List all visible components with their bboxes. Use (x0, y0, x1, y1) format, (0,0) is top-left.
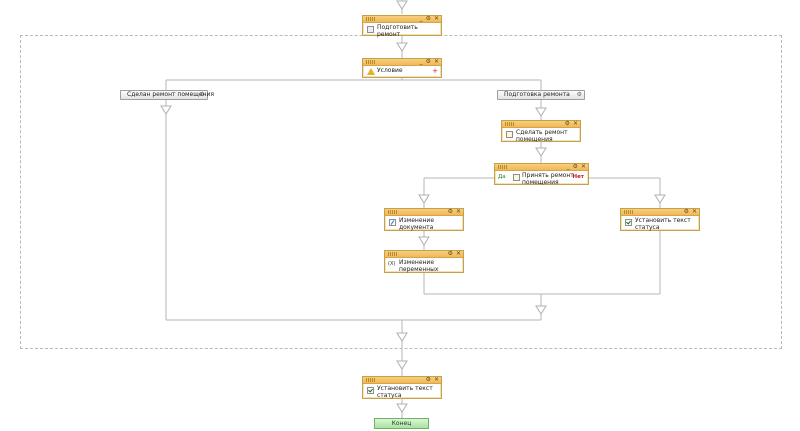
activity-label: Изменение документа (399, 217, 435, 231)
gear-icon[interactable]: ⚙ (572, 163, 578, 170)
drag-handle-icon[interactable] (366, 17, 376, 21)
close-icon[interactable]: ✕ (572, 120, 578, 127)
gear-icon[interactable]: ⚙ (199, 91, 205, 98)
activity-header[interactable]: _⚙✕ (495, 163, 588, 171)
close-icon[interactable]: ✕ (455, 250, 461, 257)
gear-icon[interactable]: ⚙ (683, 208, 689, 215)
close-icon[interactable]: ✕ (691, 208, 697, 215)
close-icon[interactable]: ✕ (455, 208, 461, 215)
activity-do-repair[interactable]: ⚙✕ Сделать ремонт помещения (501, 120, 581, 143)
minimize-icon[interactable]: _ (419, 15, 423, 22)
close-icon[interactable]: ✕ (433, 15, 439, 22)
task-icon (367, 26, 374, 33)
activity-label: Принять ремонт помещения (522, 172, 574, 186)
drag-handle-icon[interactable] (498, 165, 508, 169)
activity-label: Изменение переменных (399, 259, 439, 273)
gear-icon[interactable]: ⚙ (447, 208, 453, 215)
activity-change-variables[interactable]: ⚙✕ (X) Изменение переменных (384, 250, 464, 273)
activity-header[interactable]: _⚙✕ (363, 58, 441, 66)
activity-label: Подготовить ремонт (377, 24, 418, 38)
gear-icon[interactable]: ⚙ (564, 120, 570, 127)
task-icon (506, 131, 513, 138)
edit-icon (389, 219, 396, 226)
activity-change-document[interactable]: ⚙✕ Изменение документа (384, 208, 464, 231)
drag-handle-icon[interactable] (388, 252, 398, 256)
drag-handle-icon[interactable] (505, 122, 515, 126)
activity-accept-repair[interactable]: _⚙✕ Да Принять ремонт помещения Нет (494, 163, 589, 186)
activity-label: Условие (377, 67, 403, 74)
activity-header[interactable]: ⚙✕ (385, 208, 463, 216)
drag-handle-icon[interactable] (366, 378, 376, 382)
activity-set-status-bottom[interactable]: ⚙✕ Установить текст статуса (362, 376, 442, 399)
activity-prepare-repair[interactable]: _⚙✕ Подготовить ремонт (362, 15, 442, 38)
close-icon[interactable]: ✕ (433, 376, 439, 383)
activity-header[interactable]: ⚙✕ (502, 120, 580, 128)
activity-header[interactable]: ⚙✕ (621, 208, 699, 216)
activity-header[interactable]: ⚙✕ (385, 250, 463, 258)
activity-label: Установить текст статуса (635, 217, 691, 231)
gear-icon[interactable]: ⚙ (576, 91, 582, 98)
gear-icon[interactable]: ⚙ (425, 58, 431, 65)
branch-label-left[interactable]: Сделан ремонт помещения ⚙ (120, 90, 214, 100)
gear-icon[interactable]: ⚙ (447, 250, 453, 257)
drag-handle-icon[interactable] (624, 210, 634, 214)
drag-handle-icon[interactable] (366, 60, 376, 64)
activity-label: Сделать ремонт помещения (516, 129, 568, 143)
check-icon (367, 387, 374, 394)
end-node[interactable]: Конец (374, 418, 429, 429)
activity-header[interactable]: ⚙✕ (363, 376, 441, 384)
activity-label: Установить текст статуса (377, 385, 433, 399)
add-branch-icon[interactable]: + (432, 67, 438, 75)
variable-icon: (X) (388, 261, 396, 268)
activity-header[interactable]: _⚙✕ (363, 15, 441, 23)
gear-icon[interactable]: ⚙ (425, 15, 431, 22)
drag-handle-icon[interactable] (388, 210, 398, 214)
check-icon (625, 219, 632, 226)
yes-branch-label: Да (498, 174, 506, 180)
warning-icon (367, 68, 375, 75)
decision-icon (513, 174, 520, 181)
close-icon[interactable]: ✕ (580, 163, 586, 170)
condition-group-frame (20, 35, 782, 349)
close-icon[interactable]: ✕ (433, 58, 439, 65)
gear-icon[interactable]: ⚙ (425, 376, 431, 383)
minimize-icon[interactable]: _ (566, 163, 570, 170)
activity-condition[interactable]: _⚙✕ Условие + (362, 58, 442, 78)
activity-set-status-right[interactable]: ⚙✕ Установить текст статуса (620, 208, 700, 231)
branch-label-right[interactable]: Подготовка ремонта ⚙ (497, 90, 585, 100)
no-branch-label: Нет (572, 174, 584, 180)
minimize-icon[interactable]: _ (419, 58, 423, 65)
